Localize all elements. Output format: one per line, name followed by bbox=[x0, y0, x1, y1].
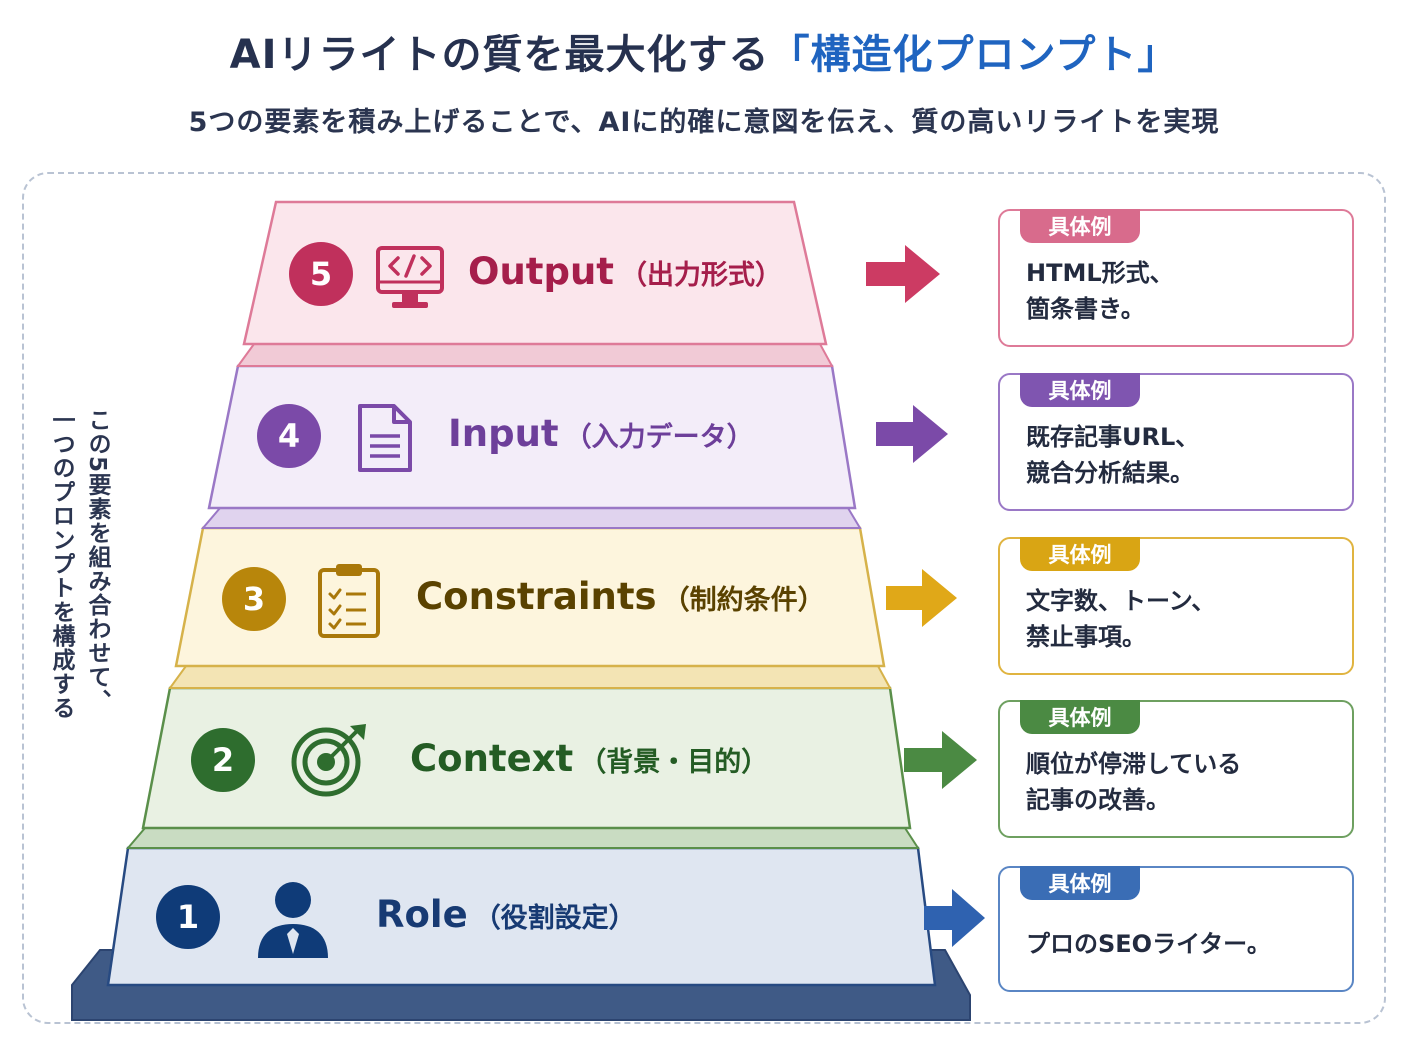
layer-4-badge: 4 bbox=[257, 404, 321, 468]
example-line: 既存記事URL、 bbox=[1026, 423, 1200, 451]
example-line: 競合分析結果。 bbox=[1026, 459, 1194, 487]
layer-1-badge: 1 bbox=[156, 885, 220, 949]
target-icon bbox=[291, 724, 366, 797]
example-text: 文字数、トーン、 禁止事項。 bbox=[1026, 583, 1334, 655]
layer-4-jp: （入力データ） bbox=[564, 422, 754, 453]
example-card-5: 具体例 HTML形式、 箇条書き。 bbox=[998, 209, 1354, 347]
page-title: AIリライトの質を最大化する「構造化プロンプト」 bbox=[0, 22, 1408, 80]
layer-3-jp: （制約条件） bbox=[662, 585, 825, 616]
example-text: HTML形式、 箇条書き。 bbox=[1026, 255, 1334, 327]
example-tag: 具体例 bbox=[1020, 866, 1140, 900]
title-highlight: 「構造化プロンプト」 bbox=[769, 32, 1179, 78]
layer-4-label: Input（入力データ） bbox=[448, 412, 754, 455]
example-tag: 具体例 bbox=[1020, 209, 1140, 243]
arrow-1 bbox=[924, 889, 985, 947]
example-line: 順位が停滞している bbox=[1026, 750, 1242, 778]
layer-5-shape bbox=[236, 200, 834, 367]
layer-3-badge: 3 bbox=[222, 567, 286, 631]
page-subtitle: 5つの要素を積み上げることで、AIに的確に意図を伝え、質の高いリライトを実現 bbox=[188, 107, 1220, 138]
arrow-5 bbox=[866, 245, 940, 303]
example-card-4: 具体例 既存記事URL、 競合分析結果。 bbox=[998, 373, 1354, 511]
example-card-2: 具体例 順位が停滞している 記事の改善。 bbox=[998, 700, 1354, 838]
layer-3-shape bbox=[168, 526, 892, 689]
side-note-line2: 一つのプロンプトを構成する bbox=[48, 408, 74, 720]
code-monitor-icon bbox=[376, 246, 444, 308]
title-main: AIリライトの質を最大化する bbox=[229, 32, 770, 78]
layer-3-label: Constraints（制約条件） bbox=[416, 575, 825, 618]
diagram-frame bbox=[22, 172, 1386, 1024]
example-text: 既存記事URL、 競合分析結果。 bbox=[1026, 419, 1334, 491]
example-line: 文字数、トーン、 bbox=[1026, 587, 1216, 615]
clipboard-checklist-icon bbox=[318, 564, 380, 638]
layer-2-name: Context bbox=[410, 737, 574, 780]
layer-1-name: Role bbox=[376, 893, 468, 936]
layer-4-shape bbox=[200, 364, 862, 529]
layer-1-jp: （役割設定） bbox=[473, 903, 636, 934]
layer-2-jp: （背景・目的） bbox=[579, 747, 769, 778]
layer-5-badge: 5 bbox=[289, 242, 353, 306]
layer-3-name: Constraints bbox=[416, 575, 657, 618]
example-line: 記事の改善。 bbox=[1026, 786, 1170, 814]
arrow-4 bbox=[876, 405, 948, 463]
layer-5-name: Output bbox=[468, 250, 614, 293]
layer-5-label: Output（出力形式） bbox=[468, 250, 782, 293]
arrow-3 bbox=[886, 569, 957, 627]
layer-5-jp: （出力形式） bbox=[620, 260, 782, 291]
example-tag: 具体例 bbox=[1020, 373, 1140, 407]
layer-1-label: Role（役割設定） bbox=[376, 893, 636, 936]
layer-4-name: Input bbox=[448, 412, 559, 455]
layer-2-badge: 2 bbox=[191, 728, 255, 792]
example-card-1: 具体例 プロのSEOライター。 bbox=[998, 866, 1354, 992]
example-line: プロのSEOライター。 bbox=[1026, 930, 1271, 958]
example-text: プロのSEOライター。 bbox=[1026, 926, 1334, 962]
example-text: 順位が停滞している 記事の改善。 bbox=[1026, 746, 1334, 818]
example-line: HTML形式、 bbox=[1026, 259, 1174, 287]
example-tag: 具体例 bbox=[1020, 537, 1140, 571]
layer-2-label: Context（背景・目的） bbox=[410, 737, 768, 780]
document-icon bbox=[358, 404, 412, 472]
person-icon bbox=[258, 882, 328, 958]
side-note-line1: この5要素を組み合わせて、 bbox=[84, 408, 110, 714]
arrow-2 bbox=[904, 731, 977, 789]
example-line: 箇条書き。 bbox=[1026, 295, 1145, 323]
example-tag: 具体例 bbox=[1020, 700, 1140, 734]
example-card-3: 具体例 文字数、トーン、 禁止事項。 bbox=[998, 537, 1354, 675]
example-line: 禁止事項。 bbox=[1026, 623, 1146, 651]
